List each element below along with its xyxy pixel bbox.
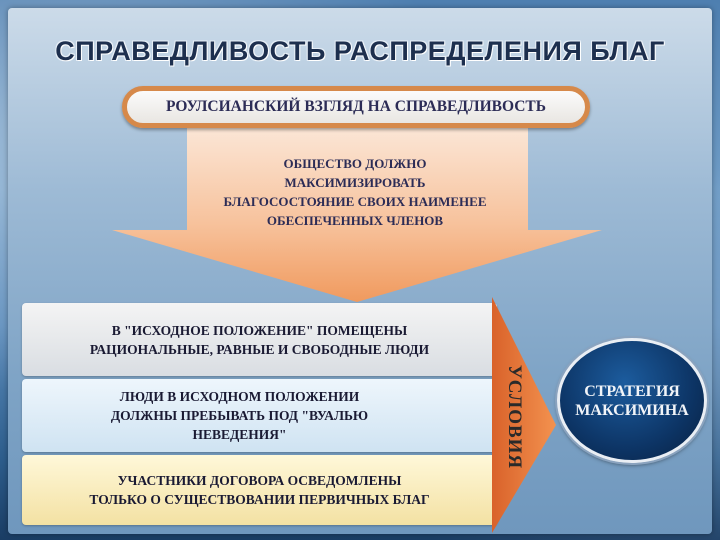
condition-veil-of-ignorance: ЛЮДИ В ИСХОДНОМ ПОЛОЖЕНИИ ДОЛЖНЫ ПРЕБЫВА…	[22, 379, 497, 452]
condition-text: УЧАСТНИКИ ДОГОВОРА ОСВЕДОМЛЕНЫ	[117, 473, 402, 488]
condition-text: В "ИСХОДНОЕ ПОЛОЖЕНИЕ" ПОМЕЩЕНЫ	[111, 322, 408, 338]
condition-text: РАЦИОНАЛЬНЫЕ, РАВНЫЕ И СВОБОДНЫЕ ЛЮДИ	[89, 341, 430, 357]
maximin-strategy-circle: СТРАТЕГИЯ МАКСИМИНА	[557, 338, 707, 463]
arrow-body	[112, 128, 602, 302]
condition-text: ТОЛЬКО О СУЩЕСТВОВАНИИ ПЕРВИЧНЫХ БЛАГ	[89, 492, 430, 507]
condition-original-position: В "ИСХОДНОЕ ПОЛОЖЕНИЕ" ПОМЕЩЕНЫ РАЦИОНАЛ…	[22, 303, 497, 376]
rawlsian-view-banner: РОУЛСИАНСКИЙ ВЗГЛЯД НА СПРАВЕДЛИВОСТЬ	[122, 86, 590, 128]
condition-text: НЕВЕДЕНИЯ"	[192, 427, 287, 442]
rawlsian-view-label: РОУЛСИАНСКИЙ ВЗГЛЯД НА СПРАВЕДЛИВОСТЬ	[165, 98, 547, 115]
strategy-text: МАКСИМИНА	[575, 401, 689, 419]
arrow-line: ОБЩЕСТВО ДОЛЖНО	[283, 156, 427, 171]
condition-text: ДОЛЖНЫ ПРЕБЫВАТЬ ПОД "ВУАЛЬЮ	[110, 408, 369, 423]
strategy-text: СТРАТЕГИЯ	[584, 382, 680, 400]
triangle-body	[492, 297, 556, 533]
conditions-triangle	[492, 297, 556, 533]
arrow-text: ОБЩЕСТВО ДОЛЖНО МАКСИМИЗИРОВАТЬ БЛАГОСОС…	[185, 154, 525, 230]
condition-text: ЛЮДИ В ИСХОДНОМ ПОЛОЖЕНИИ	[119, 389, 360, 404]
arrow-line: МАКСИМИЗИРОВАТЬ	[284, 175, 426, 190]
slide-title: СПРАВЕДЛИВОСТЬ РАСПРЕДЕЛЕНИЯ БЛАГ	[55, 36, 665, 66]
conditions-label: УСЛОВИЯ	[504, 364, 525, 470]
arrow-line: ОБЕСПЕЧЕННЫХ ЧЛЕНОВ	[266, 213, 444, 228]
arrow-line: БЛАГОСОСТОЯНИЕ СВОИХ НАИМЕНЕЕ	[223, 194, 487, 209]
condition-primary-goods: УЧАСТНИКИ ДОГОВОРА ОСВЕДОМЛЕНЫ ТОЛЬКО О …	[22, 455, 497, 525]
